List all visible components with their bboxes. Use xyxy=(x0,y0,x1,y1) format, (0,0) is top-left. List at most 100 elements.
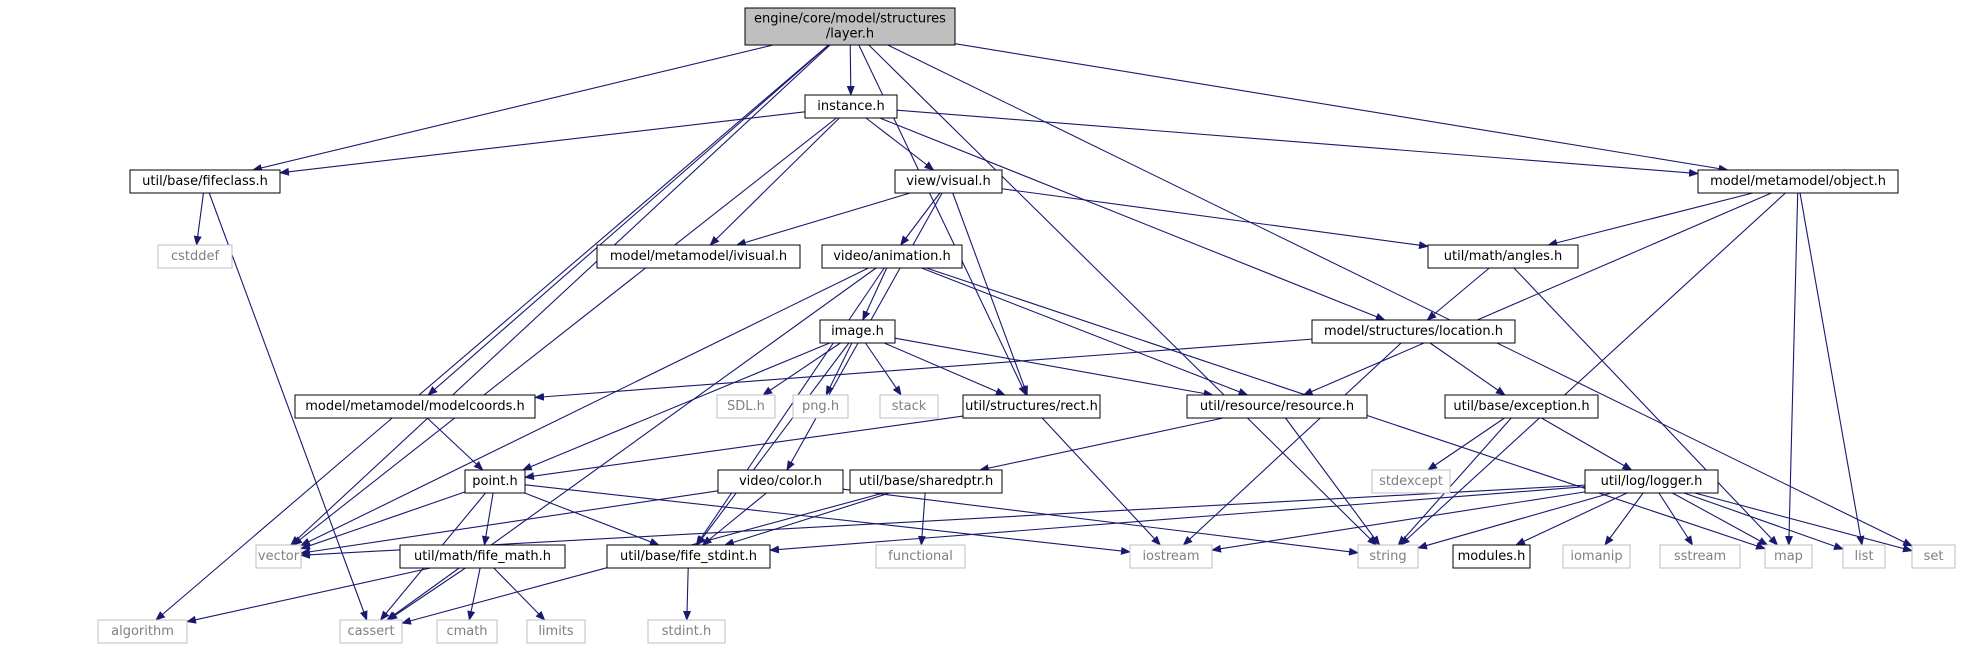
edge-image-to-point xyxy=(521,342,830,471)
node-label-limits: limits xyxy=(538,624,574,639)
node-box-vector xyxy=(255,544,302,569)
node-visual[interactable]: view/visual.h xyxy=(894,169,1003,194)
node-box-string xyxy=(1357,544,1419,569)
node-label-point: point.h xyxy=(472,474,518,489)
edge-fifemath-to-cassert xyxy=(387,567,466,621)
node-animation[interactable]: video/animation.h xyxy=(821,244,963,269)
node-box-functional xyxy=(875,544,966,569)
edge-location-to-modelcoords xyxy=(534,338,1313,401)
edge-image-to-resource xyxy=(894,337,1214,398)
edge-object-to-list xyxy=(1799,192,1865,546)
edge-sharedptr-to-fifestdint xyxy=(723,492,890,547)
node-stdinth: stdint.h xyxy=(647,619,726,644)
node-label-algorithm: algorithm xyxy=(111,624,174,639)
node-label-string: string xyxy=(1369,549,1406,564)
edges-layer xyxy=(155,43,1913,625)
node-logger[interactable]: util/log/logger.h xyxy=(1584,469,1719,494)
edge-instance-to-fifeclass xyxy=(279,111,806,176)
node-label-cassert: cassert xyxy=(347,624,394,639)
node-box-sdl xyxy=(716,394,776,419)
node-angles[interactable]: util/math/angles.h xyxy=(1427,244,1579,269)
edge-image-to-png xyxy=(825,342,853,396)
edge-rect-to-iostream xyxy=(1041,417,1161,546)
edge-animation-to-fifestdint xyxy=(695,267,885,546)
edge-logger-to-map xyxy=(1672,492,1769,546)
node-label-resource: util/resource/resource.h xyxy=(1200,399,1354,414)
edge-visual-to-ivisual xyxy=(735,192,911,247)
node-list: list xyxy=(1842,544,1886,569)
node-label-angles: util/math/angles.h xyxy=(1444,249,1563,264)
node-fifeclass[interactable]: util/base/fifeclass.h xyxy=(129,169,281,194)
node-label-cstddef: cstddef xyxy=(171,249,220,264)
node-rect[interactable]: util/structures/rect.h xyxy=(962,394,1101,419)
edge-logger-to-modules xyxy=(1515,492,1628,546)
node-label-modules: modules.h xyxy=(1458,549,1526,564)
nodes-layer: engine/core/model/structures/layer.h inst… xyxy=(97,7,1956,644)
edge-location-to-iostream xyxy=(1182,342,1402,546)
node-image[interactable]: image.h xyxy=(819,319,896,344)
node-box-animation xyxy=(821,244,963,269)
node-box-modules xyxy=(1452,544,1531,569)
node-instance[interactable]: instance.h xyxy=(804,94,898,119)
node-label-map: map xyxy=(1774,549,1803,564)
node-exception[interactable]: util/base/exception.h xyxy=(1444,394,1599,419)
node-label-fifemath: util/math/fife_math.h xyxy=(414,549,551,564)
node-box-point xyxy=(464,469,526,494)
node-resource[interactable]: util/resource/resource.h xyxy=(1186,394,1368,419)
edge-visual-to-rect xyxy=(952,192,1028,396)
edge-resource-to-sharedptr xyxy=(978,417,1224,473)
node-modelcoords[interactable]: model/metamodel/modelcoords.h xyxy=(294,394,536,419)
edge-root-to-object xyxy=(954,43,1729,173)
node-cassert: cassert xyxy=(339,619,403,644)
node-label-stack: stack xyxy=(892,399,927,414)
node-label-functional: functional xyxy=(888,549,953,564)
edge-object-to-resource xyxy=(1302,192,1772,396)
edge-logger-to-set xyxy=(1694,492,1913,553)
node-box-cassert xyxy=(339,619,403,644)
node-label-root-line-2: /layer.h xyxy=(826,27,874,42)
edge-image-to-rect xyxy=(883,342,1006,396)
edge-instance-to-location xyxy=(879,117,1386,321)
node-box-set xyxy=(1911,544,1956,569)
edge-modelcoords-to-point xyxy=(426,417,484,471)
edge-logger-to-iostream xyxy=(1211,491,1586,553)
node-fifemath[interactable]: util/math/fife_math.h xyxy=(399,544,566,569)
node-box-resource xyxy=(1186,394,1368,419)
node-location[interactable]: model/structures/location.h xyxy=(1311,319,1516,344)
node-box-angles xyxy=(1427,244,1579,269)
node-box-stdexcept xyxy=(1371,469,1451,494)
edge-animation-to-resource xyxy=(921,267,1249,396)
node-ivisual[interactable]: model/metamodel/ivisual.h xyxy=(596,244,801,269)
edge-color-to-fifestdint xyxy=(701,492,767,546)
node-box-stack xyxy=(879,394,939,419)
node-modules[interactable]: modules.h xyxy=(1452,544,1531,569)
node-sharedptr[interactable]: util/base/sharedptr.h xyxy=(849,469,1003,494)
edge-exception-to-logger xyxy=(1541,417,1633,471)
node-label-ivisual: model/metamodel/ivisual.h xyxy=(610,249,787,264)
node-string: string xyxy=(1357,544,1419,569)
node-limits: limits xyxy=(526,619,586,644)
edge-logger-to-list xyxy=(1683,492,1844,550)
edge-fifemath-to-cmath xyxy=(467,567,481,621)
edge-location-to-exception xyxy=(1429,342,1506,396)
node-point[interactable]: point.h xyxy=(464,469,526,494)
edge-resource-to-string xyxy=(1285,417,1381,546)
edge-point-to-fifestdint xyxy=(524,492,660,546)
node-fifestdint[interactable]: util/base/fife_stdint.h xyxy=(606,544,771,569)
node-box-image xyxy=(819,319,896,344)
edge-logger-to-sstream xyxy=(1658,492,1694,546)
node-color[interactable]: video/color.h xyxy=(717,469,844,494)
node-box-exception xyxy=(1444,394,1599,419)
node-object[interactable]: model/metamodel/object.h xyxy=(1697,169,1899,194)
node-root[interactable]: engine/core/model/structures/layer.h xyxy=(744,7,956,46)
edge-instance-to-vector xyxy=(292,117,837,546)
node-label-iostream: iostream xyxy=(1142,549,1199,564)
node-label-stdinth: stdint.h xyxy=(662,624,711,639)
node-box-cmath xyxy=(436,619,498,644)
node-iostream: iostream xyxy=(1129,544,1213,569)
edge-fifestdint-to-stdinth xyxy=(683,567,692,621)
node-box-rect xyxy=(962,394,1101,419)
edge-fifemath-to-algorithm xyxy=(186,567,431,624)
edge-logger-to-string xyxy=(1417,492,1612,550)
